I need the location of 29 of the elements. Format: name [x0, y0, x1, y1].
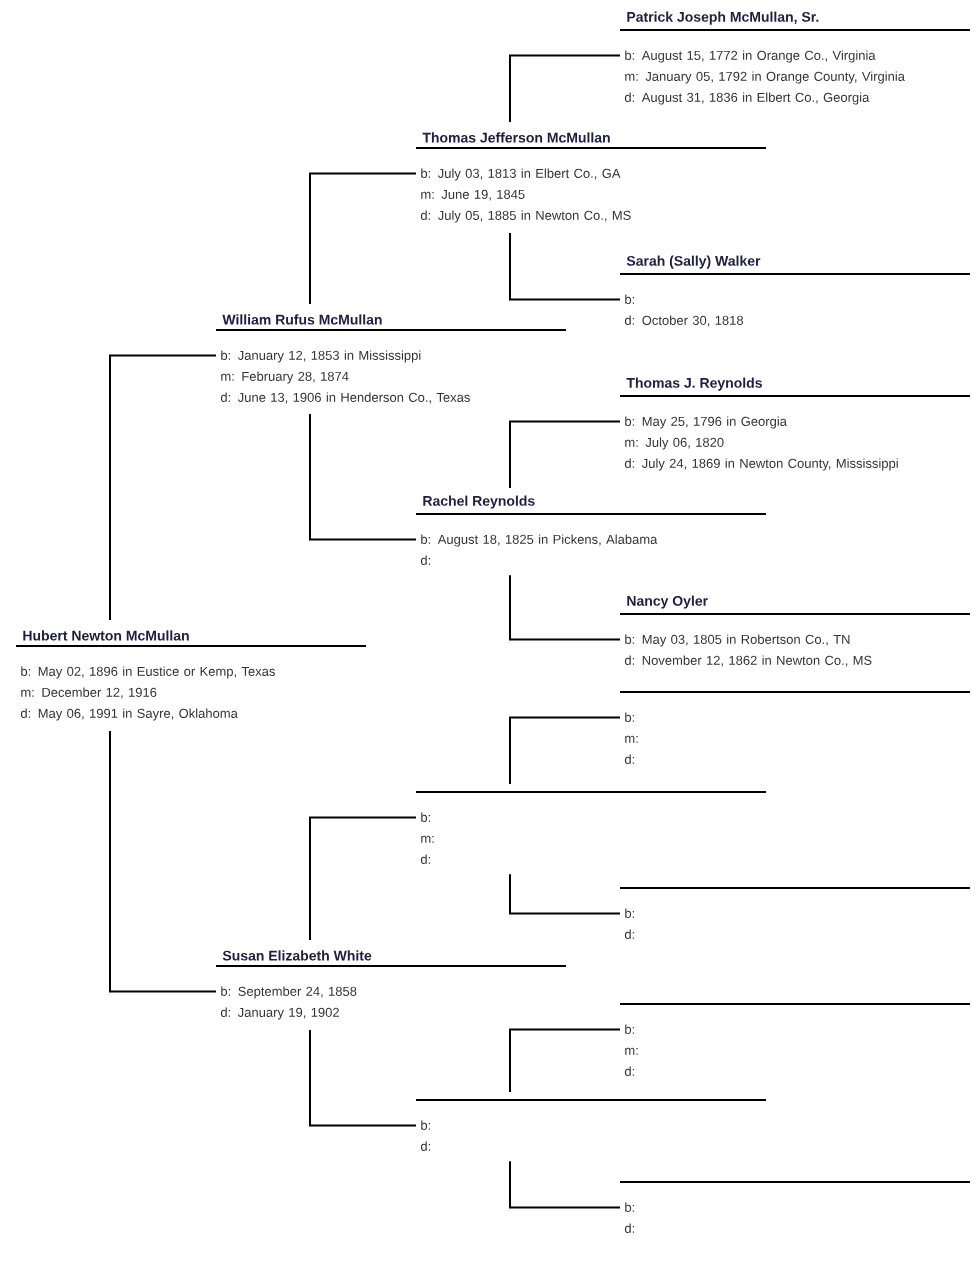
- connector-line: [109, 729, 217, 993]
- connector-line: [309, 172, 417, 305]
- connector-line: [509, 54, 621, 123]
- person-entry: [619, 1003, 971, 1076]
- connector-line: [509, 1028, 621, 1093]
- connector-line: [309, 412, 417, 541]
- person-entry: [619, 691, 971, 764]
- connector-line: [309, 1028, 417, 1127]
- person-entry: [215, 314, 567, 404]
- connector-line: [509, 873, 621, 915]
- connector-line: [309, 816, 417, 941]
- person-entry: [619, 11, 971, 105]
- person-entry: [619, 255, 971, 327]
- person-entry: [415, 132, 767, 223]
- person-entry: [215, 950, 567, 1020]
- connector-line: [509, 420, 621, 489]
- person-entry: [415, 495, 767, 565]
- connector-line: [509, 231, 621, 301]
- person-entry: [619, 595, 971, 667]
- person-entry: [415, 1099, 767, 1151]
- person-entry: [619, 1181, 971, 1233]
- connector-line: [509, 716, 621, 785]
- connector-line: [509, 574, 621, 641]
- person-entry: [619, 887, 971, 939]
- person-entry: [15, 630, 367, 721]
- person-entry: [619, 377, 971, 471]
- person-entry: [415, 791, 767, 864]
- connector-line: [509, 1160, 621, 1209]
- connector-line: [109, 354, 217, 621]
